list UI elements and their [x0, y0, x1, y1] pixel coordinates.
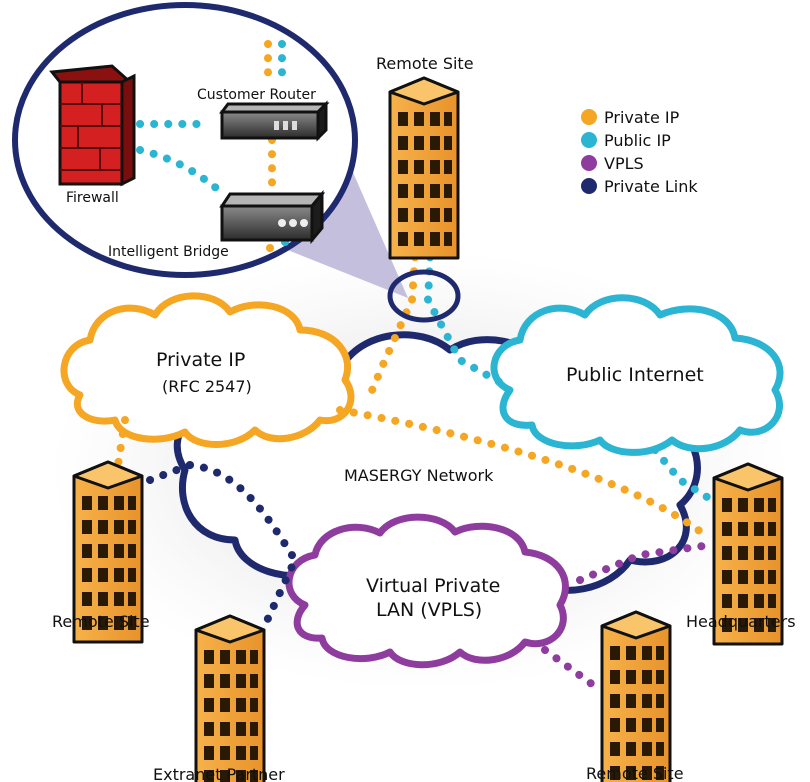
legend: Private IP Public IP VPLS Private Link [581, 108, 698, 196]
vpls-cloud [285, 513, 569, 669]
zoom-link-firewall-bridge [136, 146, 229, 199]
public-internet-cloud-title: Public Internet [566, 364, 704, 386]
office-building-icon-extranet [194, 614, 266, 782]
zoom-focus-ring [387, 269, 461, 323]
bridge-icon [219, 189, 326, 245]
private-ip-cloud-subtitle: (RFC 2547) [162, 377, 252, 396]
masergy-network-label: MASERGY Network [344, 466, 494, 485]
legend-swatch-public-ip [581, 132, 597, 148]
office-building-icon-remote-top [388, 76, 460, 260]
customer-router-label: Customer Router [197, 87, 316, 103]
vpls-cloud-title: Virtual Private [366, 575, 500, 597]
legend-label-vpls: VPLS [604, 154, 644, 173]
router-icon [219, 100, 330, 142]
legend-swatch-private-ip [581, 109, 597, 125]
office-building-icon-remote-bottom [600, 610, 672, 782]
link-vpls-hq [576, 541, 714, 584]
vpls-cloud-subtitle: LAN (VPLS) [376, 599, 482, 621]
headquarters-label: Headquarters [686, 612, 796, 631]
public-internet-cloud [490, 294, 784, 456]
firewall-icon [49, 64, 136, 187]
legend-swatch-private-link [581, 178, 597, 194]
remote-site-bottom-label: Remote Site [586, 764, 684, 782]
remote-site-left-label: Remote Site [52, 612, 150, 631]
legend-label-private-ip: Private IP [604, 108, 680, 127]
legend-label-private-link: Private Link [604, 177, 698, 196]
link-public-hq [651, 446, 719, 506]
legend-swatch-vpls [581, 155, 597, 171]
link-vpls-remote-bottom [541, 646, 604, 694]
intelligent-bridge-label: Intelligent Bridge [108, 244, 229, 260]
extranet-partner-label: Extranet Partner [153, 765, 285, 782]
private-ip-cloud [60, 292, 355, 448]
remote-site-top-label: Remote Site [376, 54, 474, 73]
legend-label-public-ip: Public IP [604, 131, 671, 150]
link-private-hq [336, 406, 709, 539]
link-navy-extranet [186, 461, 300, 629]
firewall-label: Firewall [66, 190, 119, 206]
private-ip-cloud-title: Private IP [156, 349, 245, 371]
